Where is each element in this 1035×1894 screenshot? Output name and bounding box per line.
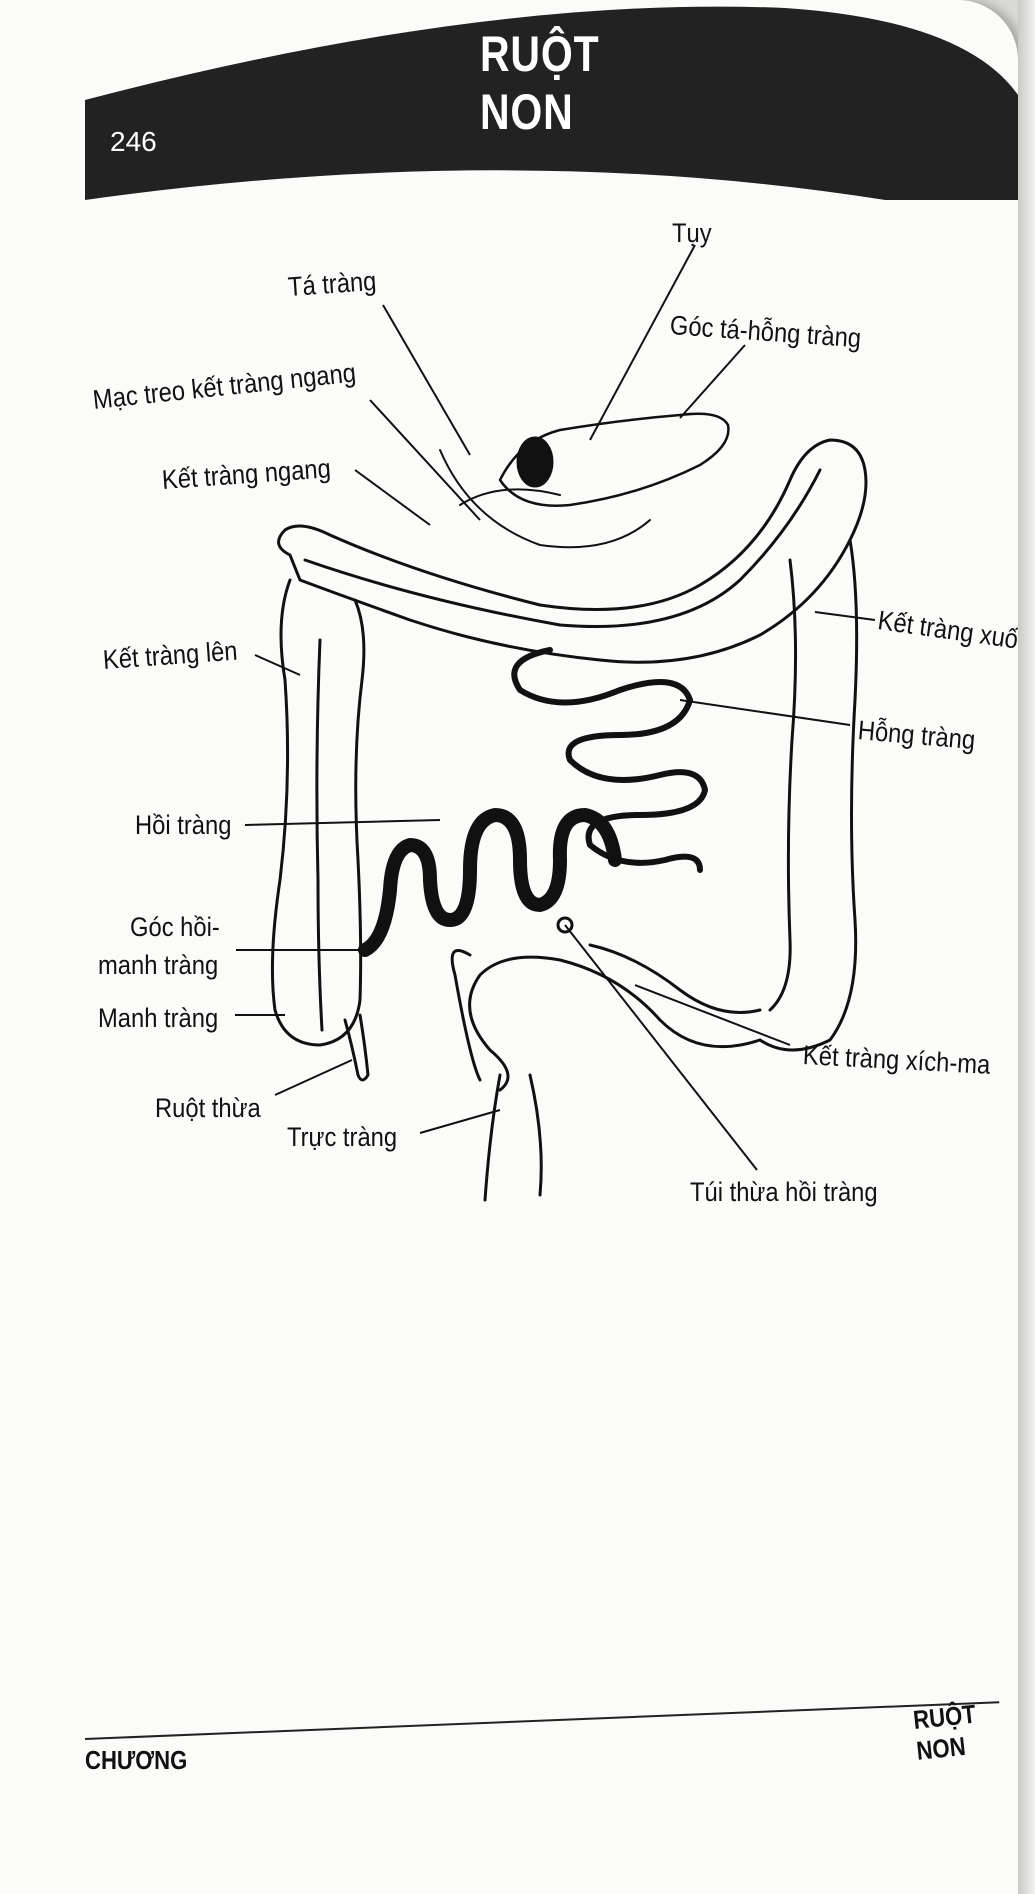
book-spine-edge [1018,0,1035,1894]
chapter-title: RUỘT NON [480,26,600,140]
label-truc-trang: Trực tràng [287,1122,398,1152]
meckel-diverticulum [556,916,574,934]
header-band [85,6,1018,200]
pancreas [498,412,730,507]
footer-chapter: CHƯƠNG [85,1745,188,1775]
transverse-colon [277,438,868,664]
ileum [358,808,622,957]
label-ruot-thua: Ruột thừa [155,1093,261,1123]
label-hoi-trang: Hồi tràng [135,810,232,840]
label-manh-trang: Manh tràng [98,1003,219,1033]
descending-colon [758,538,859,1052]
label-goc-hoi-line2: manh tràng [98,950,219,980]
duodenum [516,436,554,488]
rectum [483,1073,543,1202]
label-goc-hoi-line1: Góc hồi- [130,912,220,942]
page-number: 246 [110,126,157,157]
label-tuy: Tụy [672,218,712,248]
jejunum [511,647,708,873]
appendix [343,1013,370,1082]
label-tui-thua-hoi-trang: Túi thừa hồi tràng [690,1177,878,1207]
sigmoid-colon [468,955,762,1092]
ascending-colon [270,578,366,1047]
footer-section-title: RUỘT NON [911,1698,978,1766]
label-ta-trang: Tá tràng [286,265,378,302]
mesocolon [439,449,651,549]
